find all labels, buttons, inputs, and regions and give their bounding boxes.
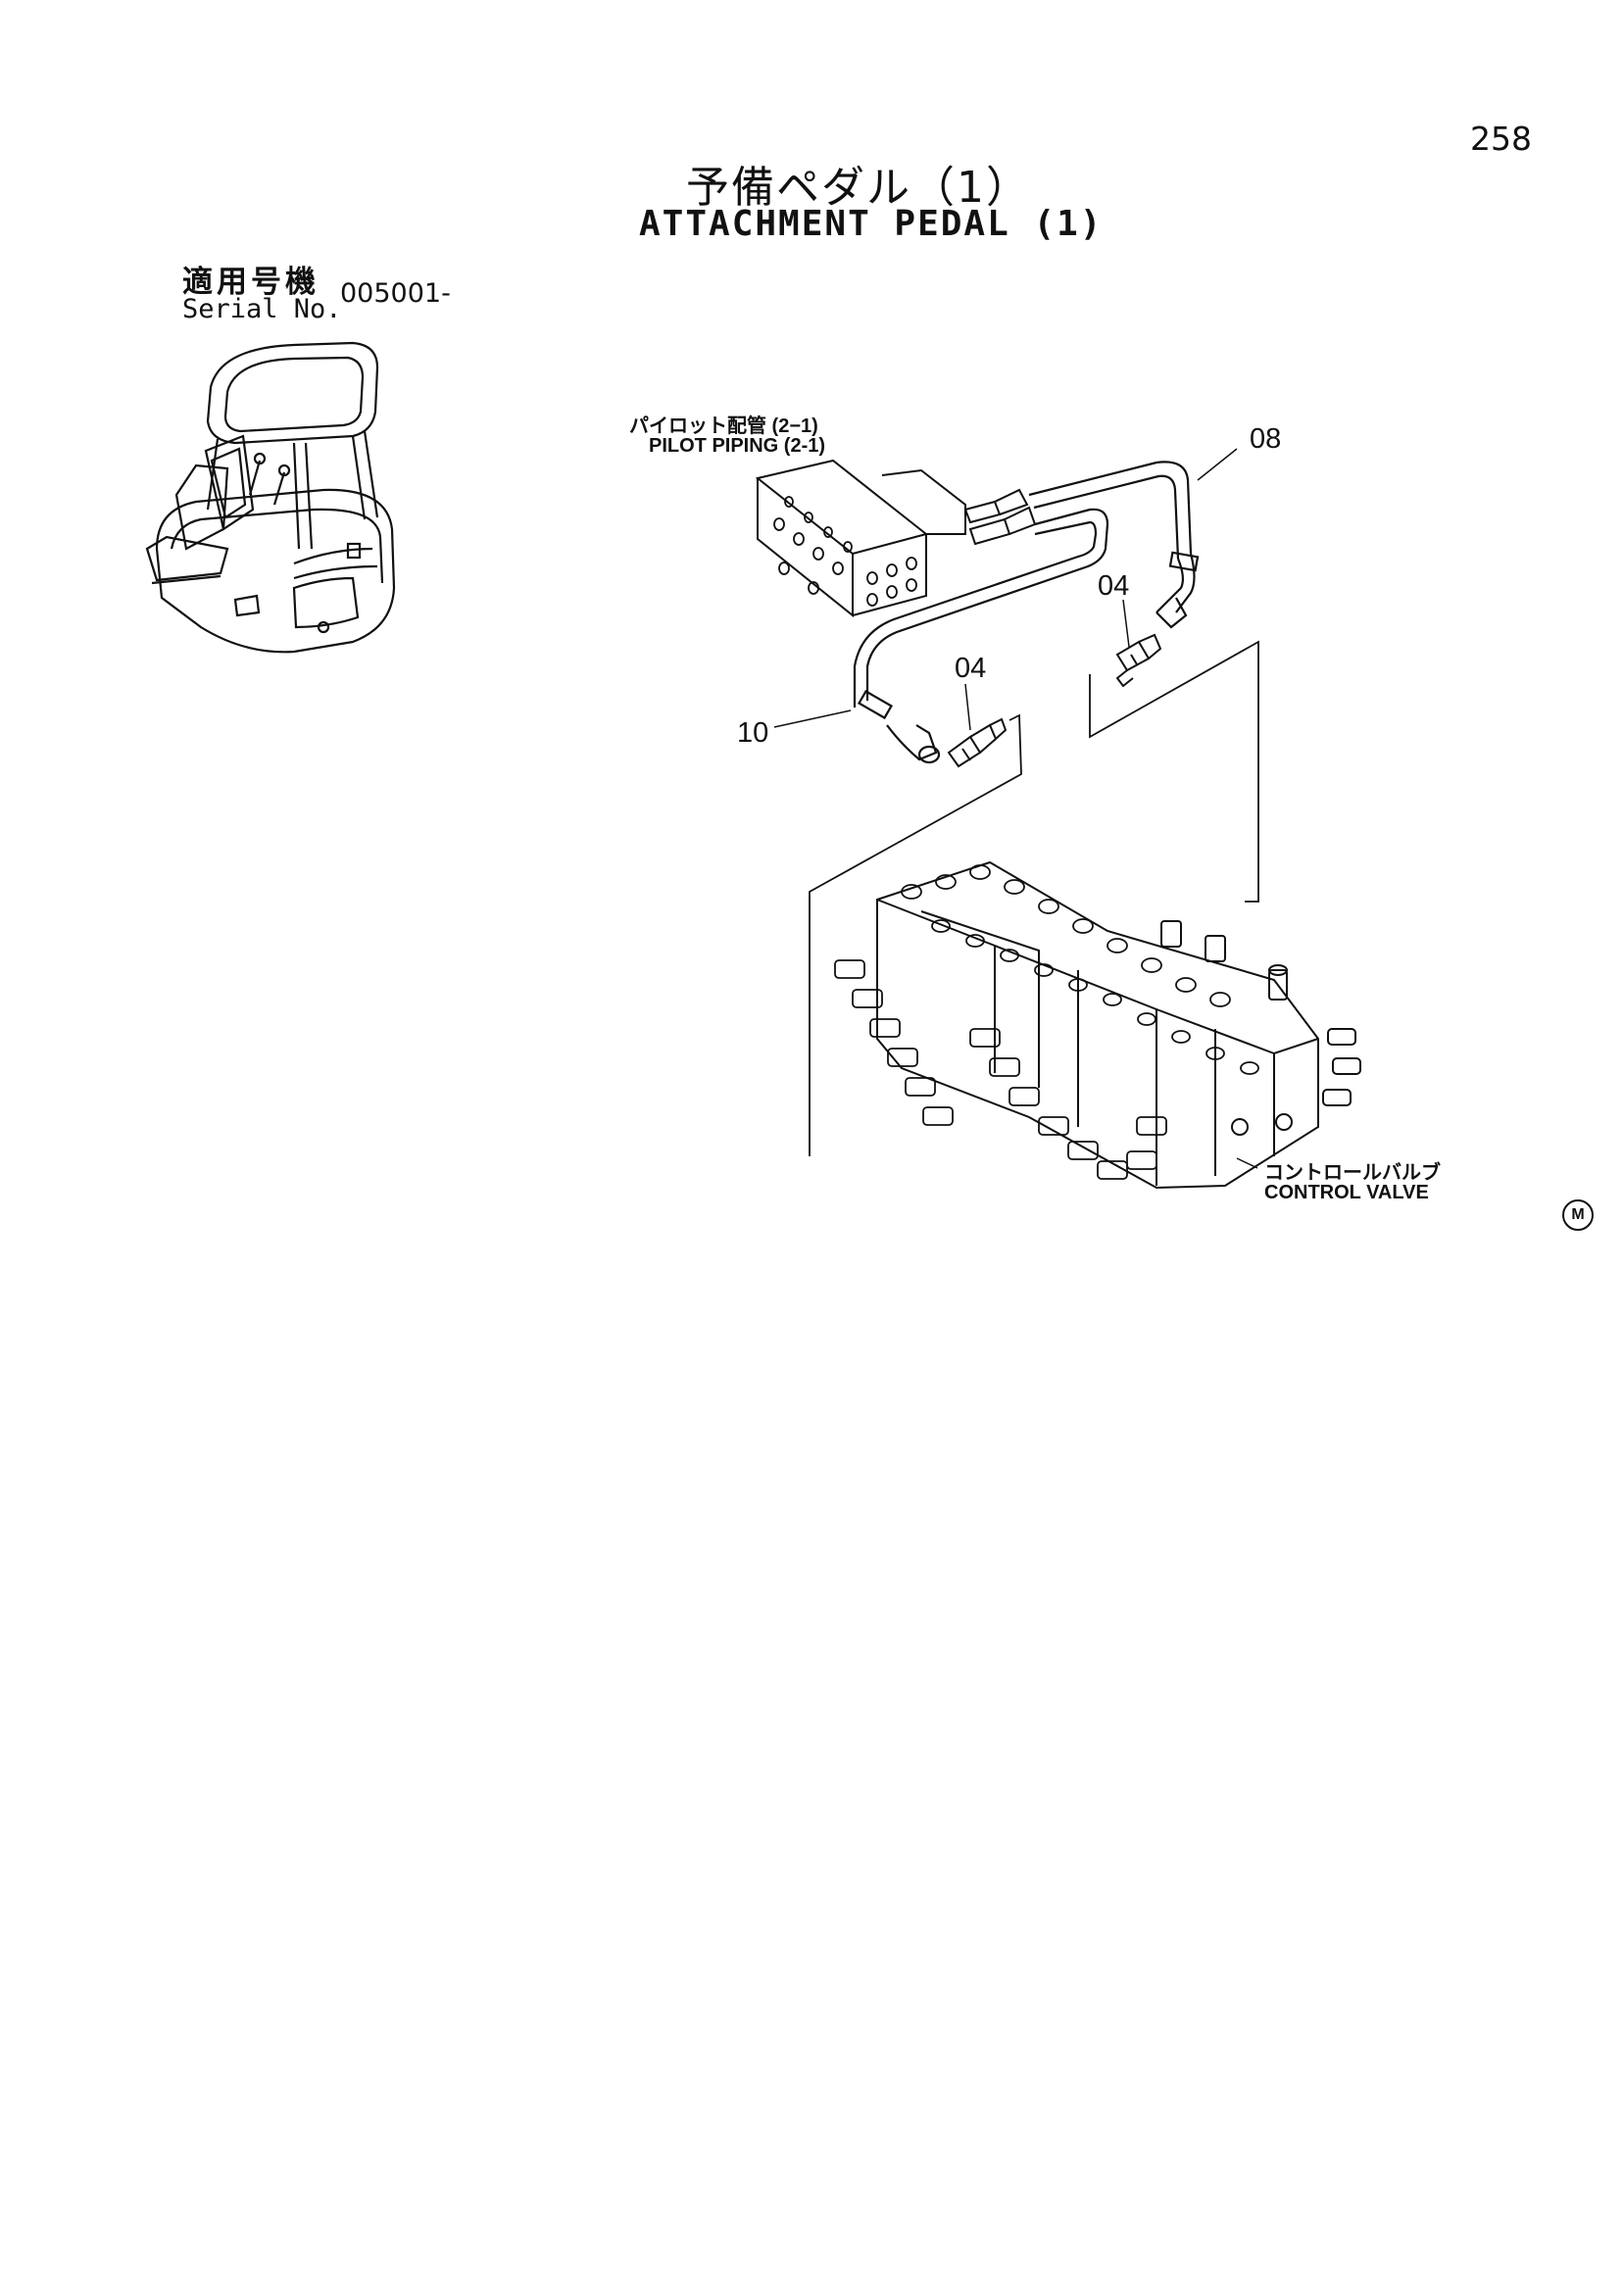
control-valve-label-japanese: コントロールバルブ [1264,1162,1441,1184]
adapter-04-left [947,717,1008,768]
control-valve-leader [1236,1157,1258,1169]
page-number: 258 [1470,120,1532,158]
serial-number-value: 005001- [340,278,451,309]
callout-04-left: 04 [955,653,987,684]
callout-10: 10 [737,717,769,749]
adapter-04-right [1115,633,1162,688]
connection-brackets [809,640,1259,1156]
control-valve-label: CONTROL VALVE [1264,1182,1429,1203]
pilot-piping-label-japanese: パイロット配管 (2−1) [629,415,818,437]
callout-04-right: 04 [1098,570,1130,602]
page-title-japanese: 予備ペダル（1） [686,163,1031,213]
control-valve-illustration [834,860,1361,1190]
leader-lines [773,448,1238,731]
machine-overview-illustration [145,341,396,654]
serial-label: Serial No. [182,294,342,324]
serial-label-japanese: 適用号機 [182,265,320,300]
callout-08: 08 [1250,423,1282,455]
pilot-piping-label: PILOT PIPING (2-1) [649,435,826,457]
hose-assemblies [853,461,1200,764]
model-mark-badge: M [1562,1199,1594,1231]
pilot-piping-block [755,459,1037,618]
page-title: ATTACHMENT PEDAL (1) [639,204,1104,244]
